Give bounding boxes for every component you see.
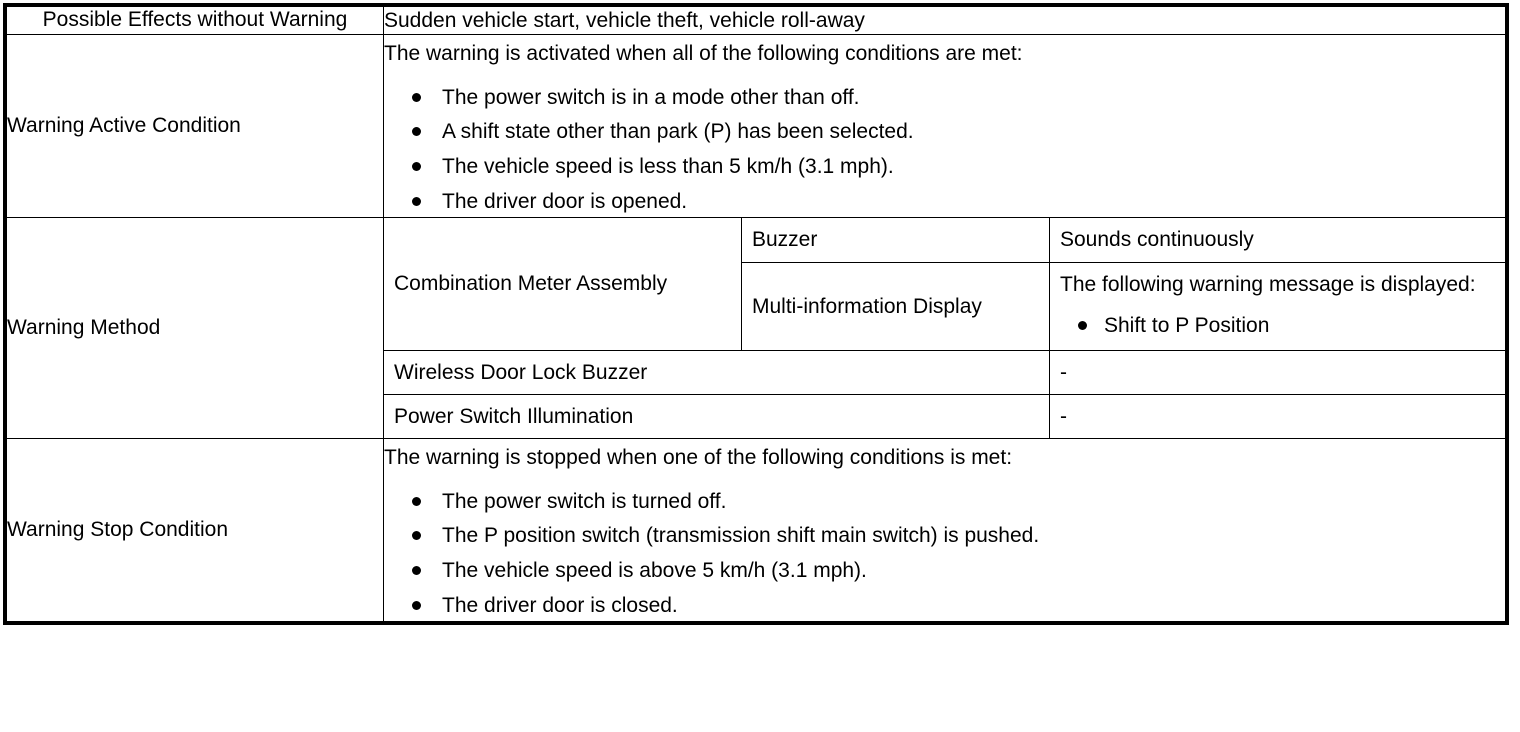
stop-condition-intro: The warning is stopped when one of the f… [384, 446, 1013, 470]
method-value-power-switch-illumination: - [1049, 394, 1505, 439]
list-item: The driver door is closed. [384, 592, 1505, 620]
list-item: The driver door is opened. [384, 188, 1505, 216]
table-row-warning-active-condition: Warning Active Condition The warning is … [4, 34, 1508, 219]
bullet-dot-icon [412, 496, 421, 506]
method-device-buzzer: Buzzer [741, 218, 1050, 263]
row-label-warning-active-condition: Warning Active Condition [4, 34, 384, 219]
list-item: The P position switch (transmission shif… [384, 522, 1505, 550]
warning-method-nested-table: Combination Meter Assembly Buzzer Sounds… [384, 218, 1505, 439]
list-item-label: The driver door is opened. [442, 189, 688, 213]
list-item-label: A shift state other than park (P) has be… [442, 120, 914, 144]
list-item: The power switch is turned off. [384, 488, 1505, 516]
method-device-wireless-door-lock-buzzer: Wireless Door Lock Buzzer [384, 349, 1050, 396]
bullet-dot-icon [412, 531, 421, 541]
stop-condition-bullet-list: The power switch is turned off. The P po… [384, 488, 1505, 620]
method-device-power-switch-illumination: Power Switch Illumination [384, 394, 1050, 439]
method-value-buzzer: Sounds continuously [1049, 218, 1505, 263]
table-row-warning-stop-condition: Warning Stop Condition The warning is st… [4, 438, 1508, 624]
method-row-buzzer: Combination Meter Assembly Buzzer Sounds… [384, 218, 1505, 351]
display-message-bullet-list: Shift to P Position [1060, 312, 1495, 340]
bullet-dot-icon [412, 127, 421, 137]
list-item-label: Shift to P Position [1104, 314, 1270, 338]
active-condition-intro: The warning is activated when all of the… [384, 42, 1023, 66]
method-component-combination-meter: Combination Meter Assembly [384, 218, 742, 351]
method-row-wireless-door-lock-buzzer: Wireless Door Lock Buzzer - [384, 349, 1505, 396]
method-row-power-switch-illumination: Power Switch Illumination - [384, 394, 1505, 439]
row-value-possible-effects: Sudden vehicle start, vehicle theft, veh… [383, 4, 1508, 36]
list-item-label: The vehicle speed is less than 5 km/h (3… [442, 154, 894, 178]
active-condition-bullet-list: The power switch is in a mode other than… [384, 84, 1505, 216]
list-item: The vehicle speed is above 5 km/h (3.1 m… [384, 557, 1505, 585]
bullet-dot-icon [412, 196, 421, 206]
list-item: Shift to P Position [1060, 312, 1495, 340]
method-device-multi-information-display: Multi-information Display [741, 261, 1050, 351]
method-value-wireless-door-lock-buzzer: - [1049, 349, 1505, 396]
list-item-label: The power switch is in a mode other than… [442, 85, 860, 109]
row-value-warning-active-condition: The warning is activated when all of the… [383, 34, 1508, 219]
table-row-warning-method: Warning Method Combination Meter Assembl… [4, 217, 1508, 440]
bullet-dot-icon [1078, 321, 1087, 331]
display-message-intro: The following warning message is display… [1060, 272, 1476, 296]
bullet-dot-icon [412, 161, 421, 171]
list-item-label: The vehicle speed is above 5 km/h (3.1 m… [442, 559, 867, 583]
row-value-warning-method: Combination Meter Assembly Buzzer Sounds… [383, 217, 1508, 440]
row-label-warning-method: Warning Method [4, 217, 384, 440]
method-value-multi-information-display: The following warning message is display… [1049, 261, 1505, 351]
list-item: The vehicle speed is less than 5 km/h (3… [384, 153, 1505, 181]
list-item-label: The P position switch (transmission shif… [442, 524, 1040, 548]
row-label-warning-stop-condition: Warning Stop Condition [4, 438, 384, 624]
list-item-label: The driver door is closed. [442, 593, 678, 617]
bullet-dot-icon [412, 92, 421, 102]
list-item-label: The power switch is turned off. [442, 489, 727, 513]
list-item: A shift state other than park (P) has be… [384, 118, 1505, 146]
table-row-possible-effects: Possible Effects without Warning Sudden … [4, 4, 1508, 36]
warning-specification-table: Possible Effects without Warning Sudden … [3, 3, 1509, 626]
row-label-possible-effects: Possible Effects without Warning [4, 4, 384, 36]
bullet-dot-icon [412, 600, 421, 610]
bullet-dot-icon [412, 566, 421, 576]
list-item: The power switch is in a mode other than… [384, 84, 1505, 112]
row-value-warning-stop-condition: The warning is stopped when one of the f… [383, 438, 1508, 624]
